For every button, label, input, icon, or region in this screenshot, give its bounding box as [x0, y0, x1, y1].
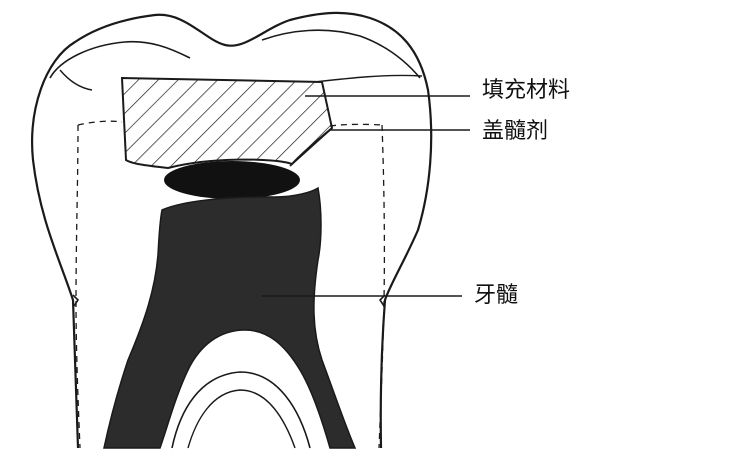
root-canal-curve-inner [187, 389, 296, 449]
enamel-ridge-left [49, 40, 191, 79]
root-canal-curve-outer [171, 371, 311, 449]
label-pulp-capping-agent: 盖髓剂 [482, 119, 549, 144]
label-filling-material: 填充材料 [482, 78, 571, 103]
filling-material [120, 76, 334, 170]
dej-left-top-dashed [77, 120, 123, 126]
pulp [103, 186, 357, 449]
label-pulp: 牙髓 [474, 283, 519, 308]
pulp-capping-agent [164, 161, 300, 199]
dej-left-dashed [75, 124, 81, 449]
enamel-ridge-right [261, 29, 421, 79]
dej-right-dashed [378, 124, 386, 449]
leader-capping-agent-diag [289, 129, 331, 167]
enamel-ridge-left-inner [59, 69, 93, 91]
dej-right-top-dashed [329, 123, 383, 127]
root-notch-left [72, 294, 80, 307]
enamel-ridge-right-inner [314, 74, 423, 83]
